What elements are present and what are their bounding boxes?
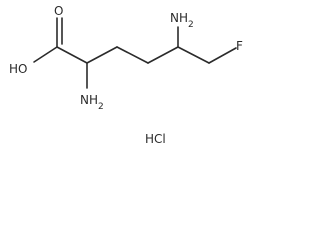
molecule-structure: O HO NH2 NH2 F HCl (9, 4, 243, 146)
amine-beta-label: NH2 (170, 11, 194, 30)
bond-skeleton (33, 17, 237, 89)
bond-c6-f (208, 47, 237, 64)
bond-c1-c2 (56, 46, 88, 64)
structure-canvas: O HO NH2 NH2 F HCl (9, 4, 243, 146)
bond-c3-c4 (116, 46, 149, 64)
bond-c5-c6 (177, 46, 210, 64)
oxygen-label: O (54, 4, 63, 18)
fluorine-label: F (236, 39, 243, 53)
bond-c-oh (33, 46, 58, 63)
salt-label: HCl (145, 132, 166, 146)
bond-c2-c3 (86, 46, 118, 64)
bond-c4-c5 (147, 46, 179, 64)
amine-alpha-label: NH2 (80, 93, 104, 112)
hydroxyl-label: HO (9, 62, 27, 76)
